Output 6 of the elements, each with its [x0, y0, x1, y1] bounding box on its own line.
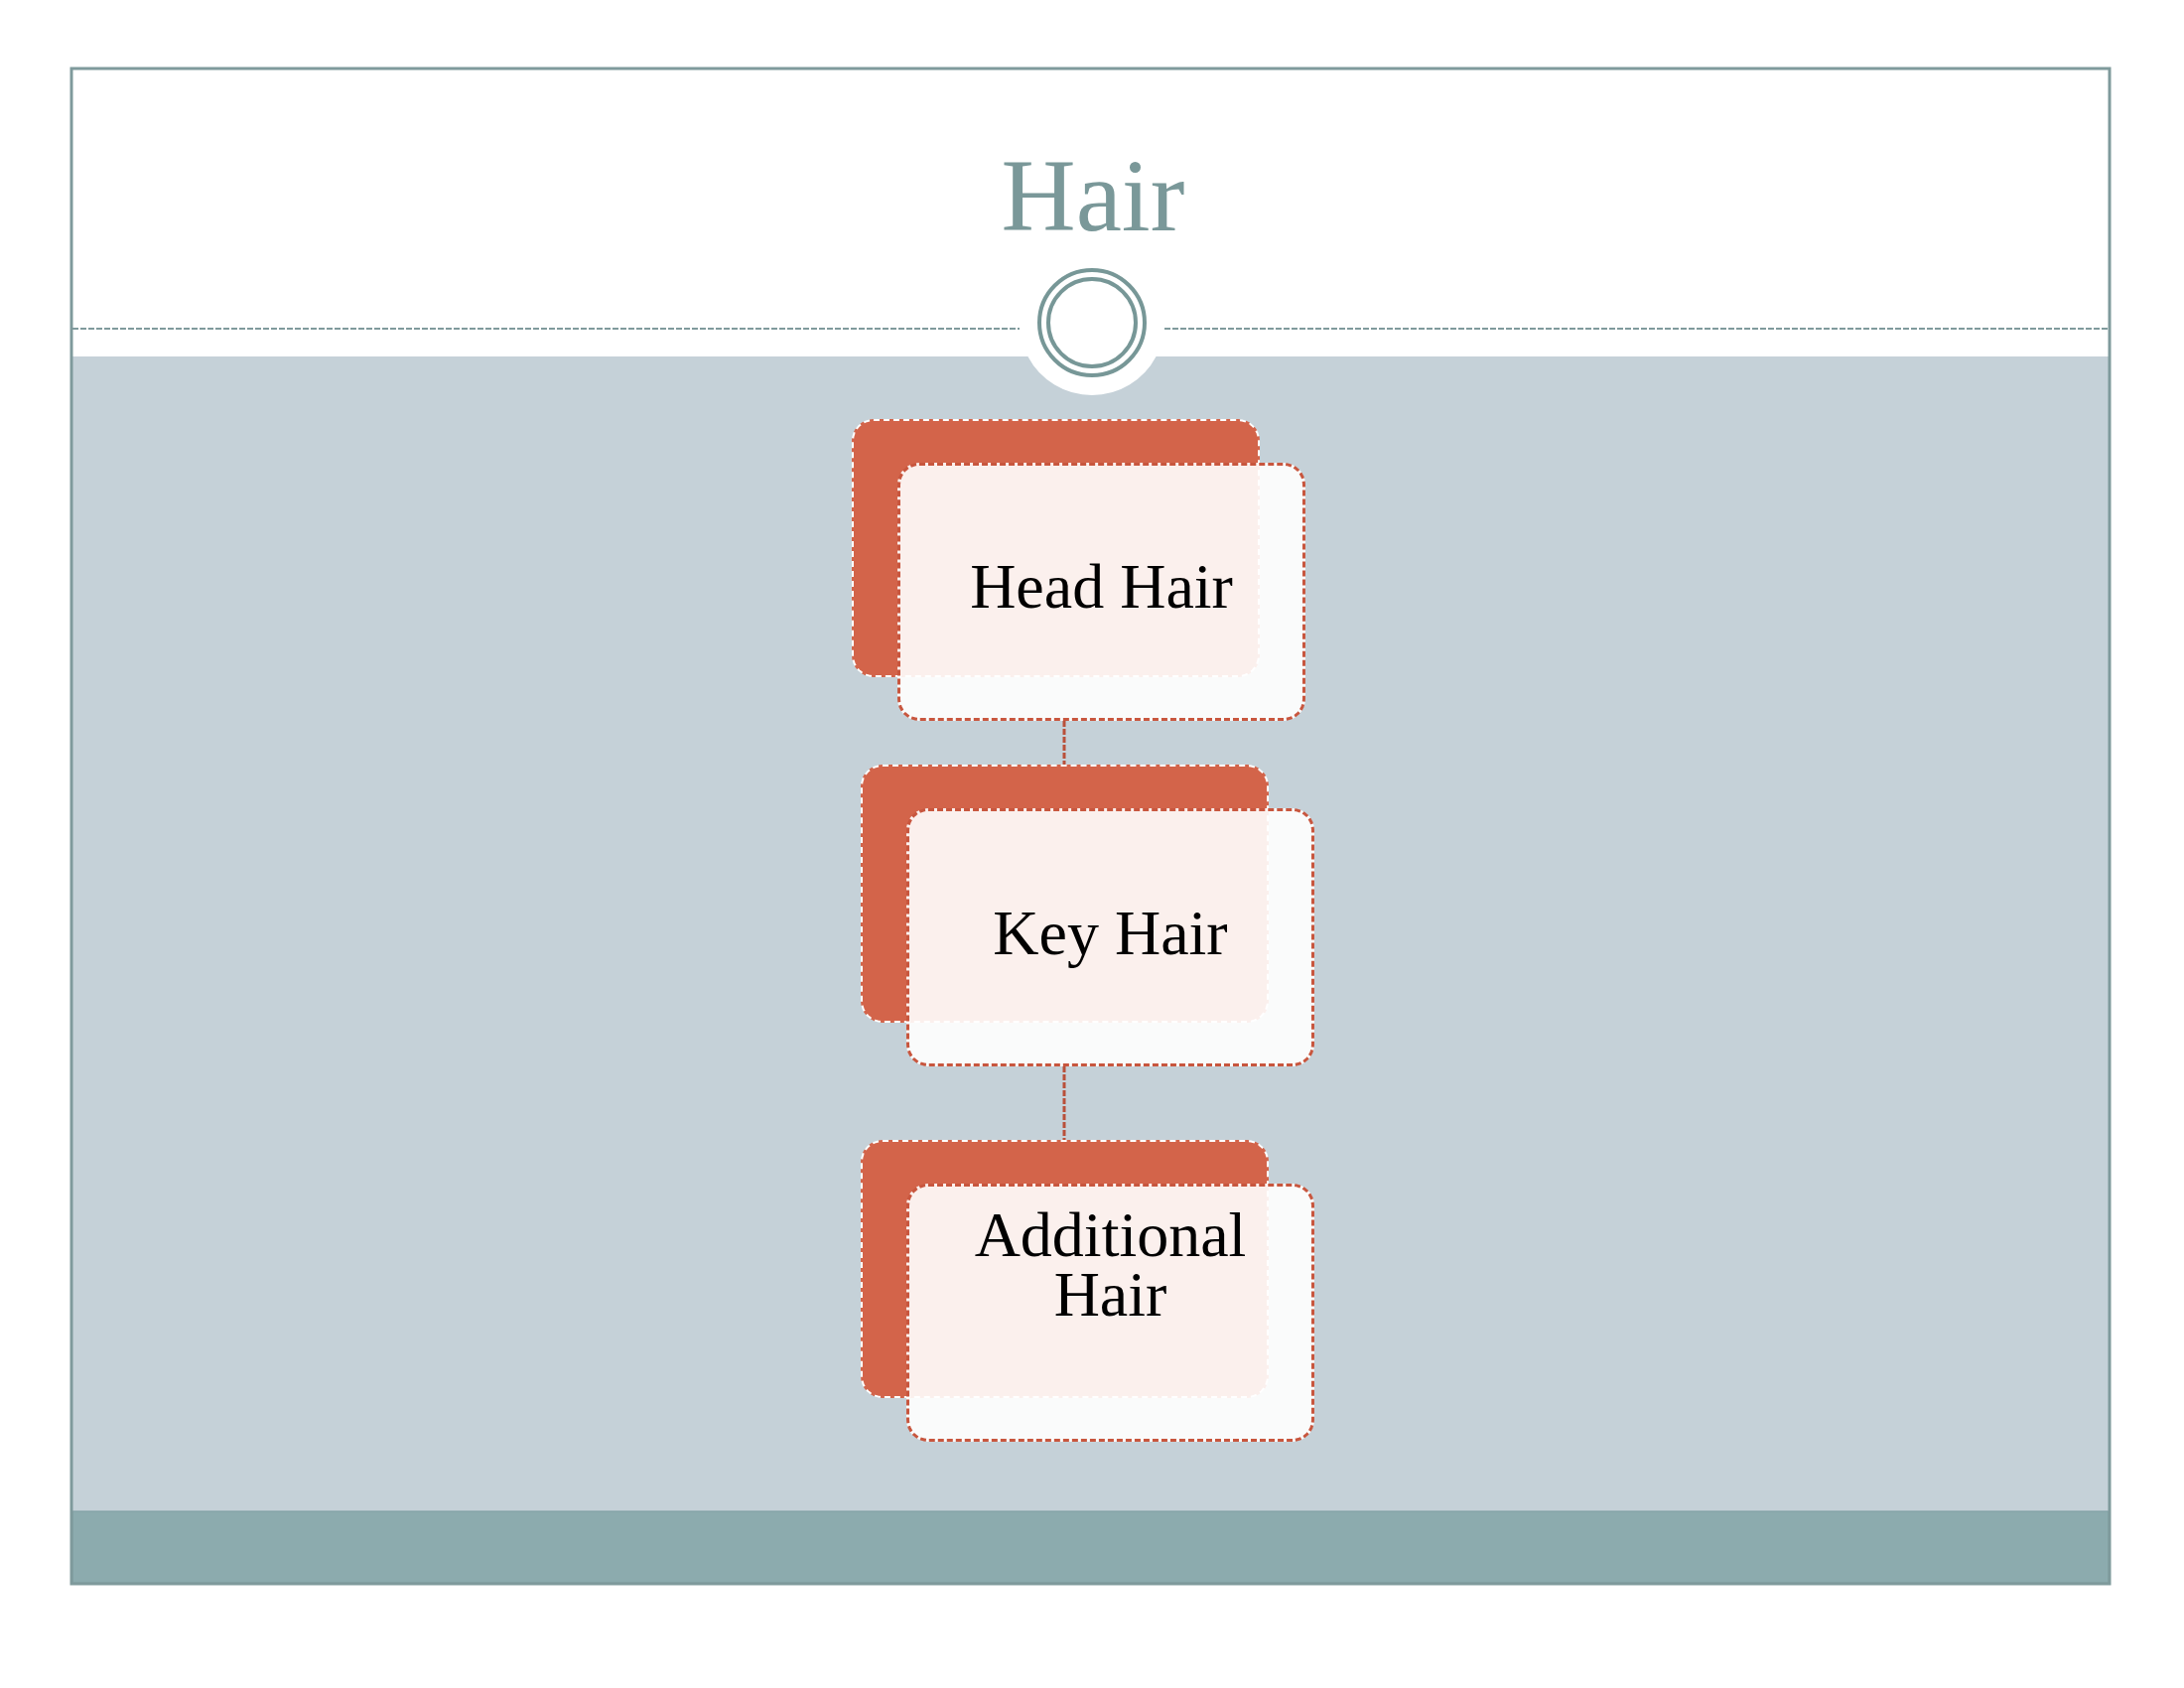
connector-line	[1062, 1066, 1066, 1140]
node-label: Head Hair	[970, 551, 1233, 624]
node-label: Additional Hair	[973, 1199, 1248, 1332]
connector-line	[1062, 721, 1066, 765]
node-label: Key Hair	[993, 898, 1228, 970]
slide-title: Hair	[1001, 140, 1185, 254]
